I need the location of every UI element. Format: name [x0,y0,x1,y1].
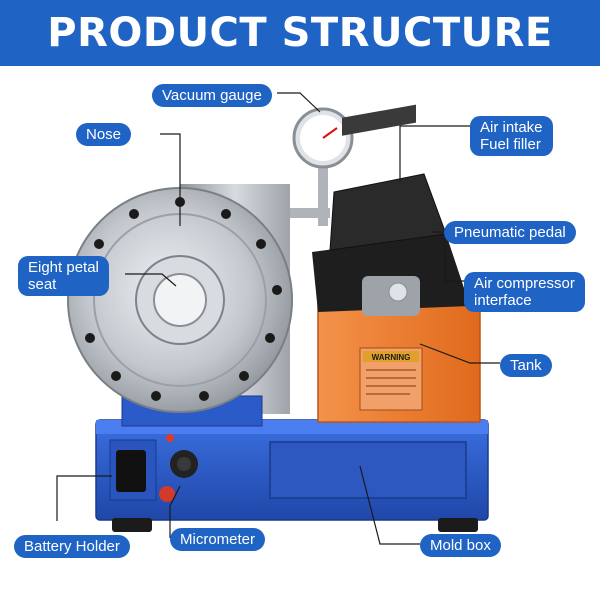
warning-label: WARNING [372,353,411,362]
product-diagram: WARNING Vacuum gauge N [0,66,600,600]
callout-nose: Nose [76,123,132,146]
page-title: PRODUCT STRUCTURE [47,10,553,56]
hydraulic-tank: WARNING [317,303,481,423]
callout-mold-box: Mold box [420,534,501,557]
callout-micrometer: Micrometer [170,528,266,551]
callout-pneumatic-pedal: Pneumatic pedal [444,221,576,244]
leader-lines [56,92,500,545]
eight-petal-seat-bore [153,273,207,327]
machine-base [95,419,489,532]
callout-eight-petal-seat: Eight petal seat [18,256,109,296]
mold-box-drawer [269,441,467,499]
vacuum-gauge [290,107,354,226]
callout-air-compressor: Air compressor interface [464,272,585,312]
machine-illustration: WARNING [56,92,500,545]
pneumatic-pedal [312,104,470,316]
callout-tank: Tank [500,354,552,377]
callout-air-intake: Air intake Fuel filler [470,116,553,156]
callout-battery-holder: Battery Holder [14,535,130,558]
title-banner: PRODUCT STRUCTURE [0,0,600,66]
callout-vacuum-gauge: Vacuum gauge [152,84,272,107]
battery-holder-switch [116,450,146,492]
crimper-head [67,184,293,427]
